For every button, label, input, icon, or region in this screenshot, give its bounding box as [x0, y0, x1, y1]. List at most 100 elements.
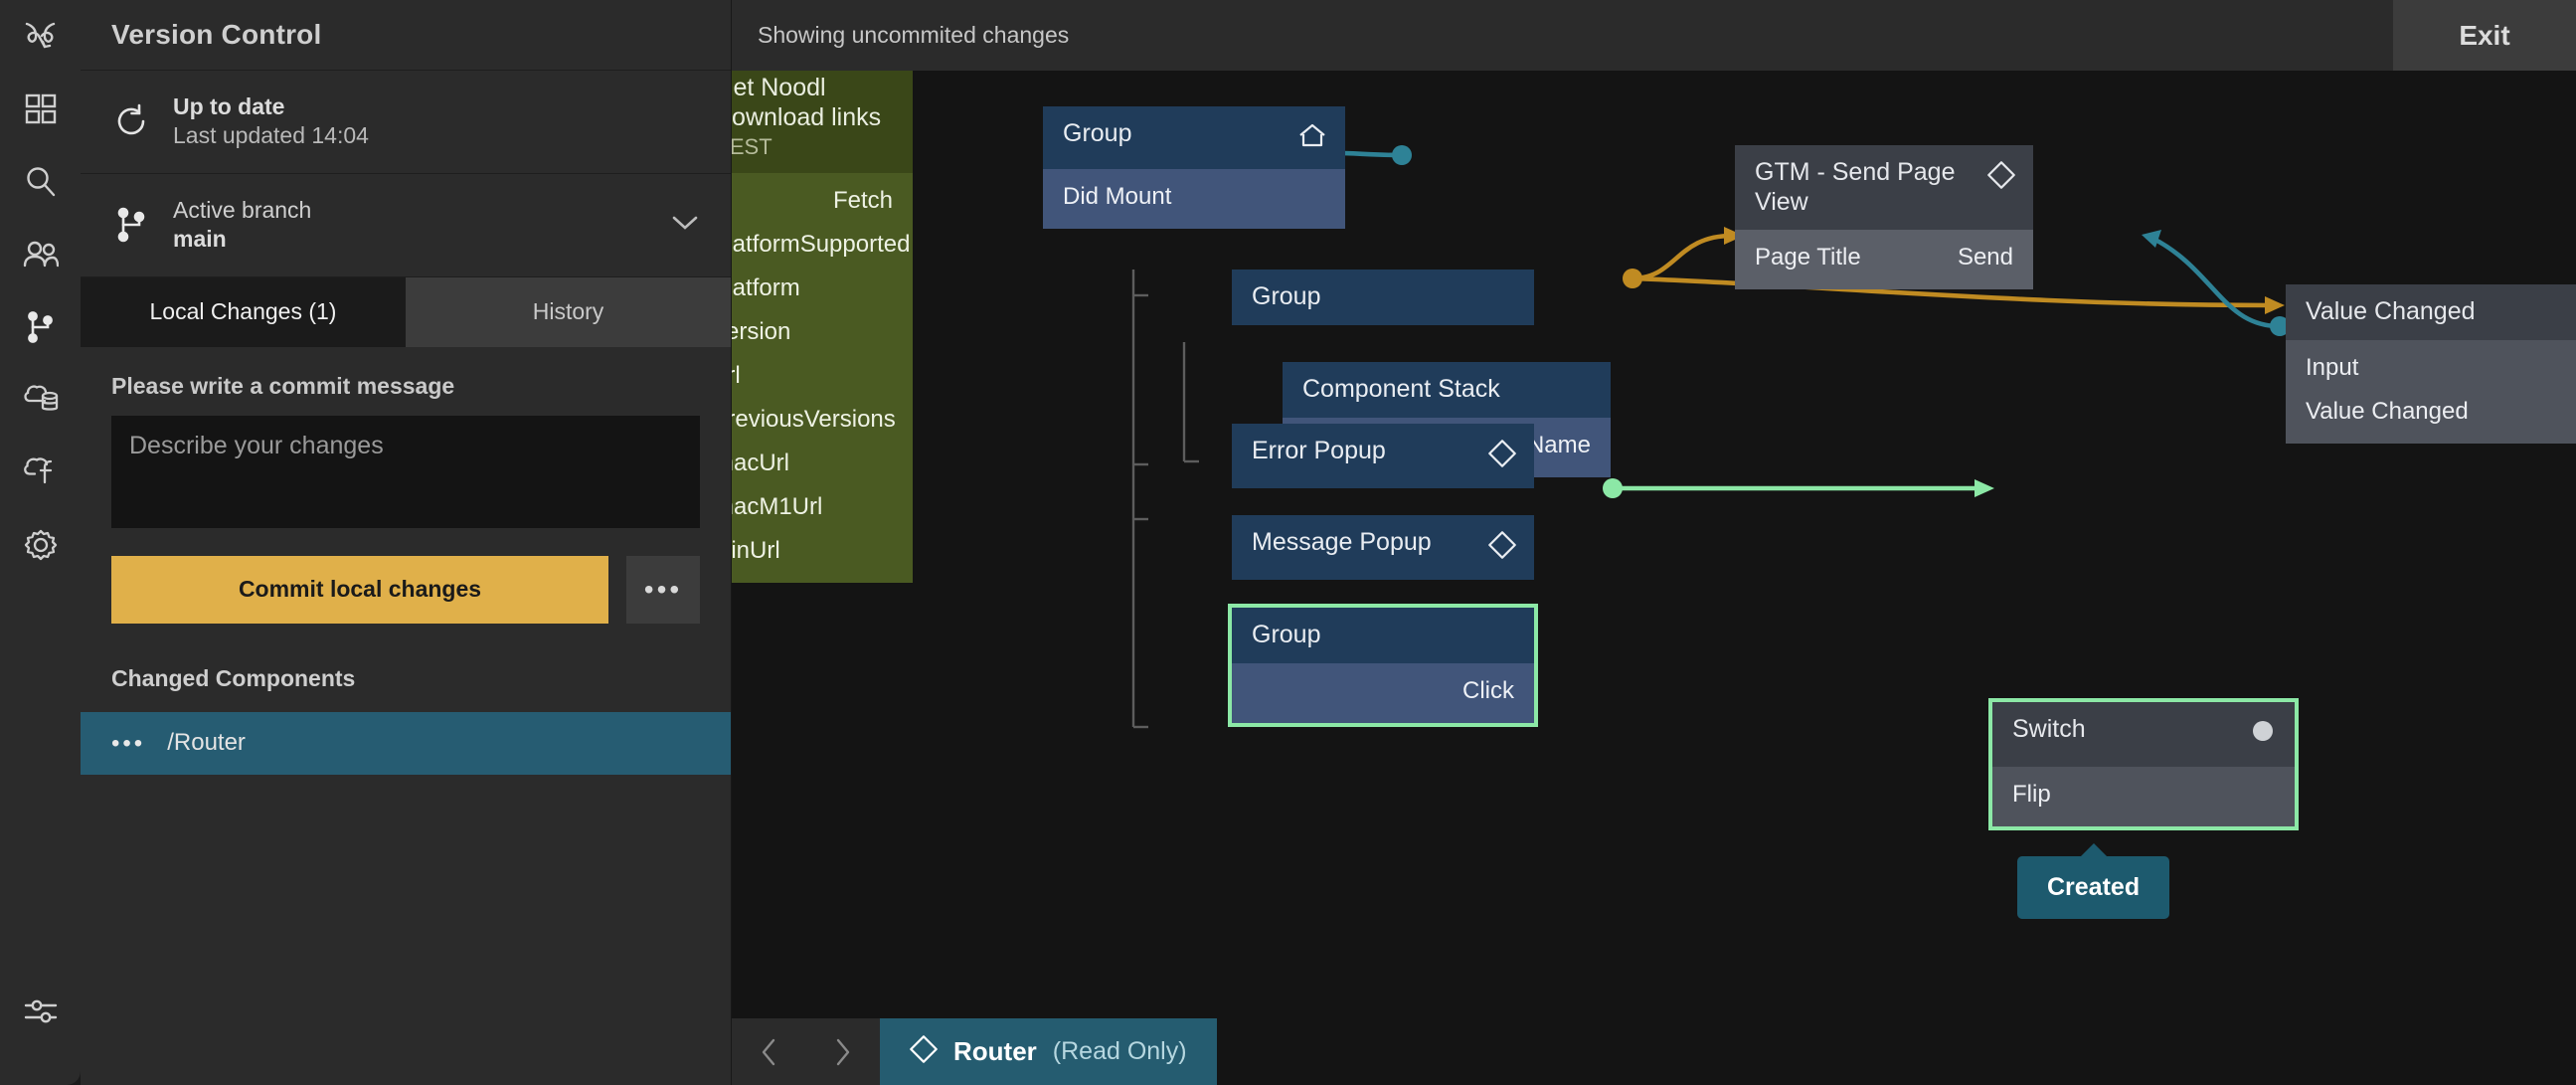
- port-previousversions[interactable]: previousVersions: [732, 405, 896, 433]
- top-bar: Showing uncommited changes Exit: [732, 0, 2576, 71]
- connection-wires: [1131, 145, 2290, 729]
- node-graph-canvas[interactable]: Get Noodl Download links REST Fetch plat…: [732, 71, 2576, 1085]
- port-macm1url[interactable]: macM1Url: [732, 492, 823, 520]
- node-subtitle: REST: [732, 134, 773, 159]
- port-version[interactable]: version: [732, 317, 791, 345]
- node-title: Value Changed: [2306, 297, 2476, 325]
- port-winurl[interactable]: winUrl: [732, 536, 780, 564]
- node-message-popup[interactable]: Message Popup: [1232, 515, 1534, 580]
- changed-component-name: /Router: [167, 729, 246, 757]
- node-header: Component Stack: [1283, 362, 1611, 418]
- sync-status-row[interactable]: Up to date Last updated 14:04: [81, 71, 731, 174]
- version-control-panel: Version Control Up to date Last updated …: [81, 0, 732, 1085]
- tab-history[interactable]: History: [406, 276, 731, 347]
- list-item-router[interactable]: ••• /Router: [81, 711, 731, 775]
- diamond-icon: [1488, 440, 1516, 475]
- port-input[interactable]: Input: [2306, 353, 2359, 381]
- node-ports: Input Value Changed: [2286, 339, 2576, 444]
- left-icon-rail: [0, 0, 81, 1085]
- version-control-branch-icon[interactable]: [0, 290, 81, 363]
- port-flip[interactable]: Flip: [2012, 780, 2051, 808]
- branch-icon: [111, 205, 151, 245]
- node-header: Error Popup: [1232, 424, 1534, 488]
- circle-icon: [2249, 718, 2277, 754]
- node-header: Group: [1043, 106, 1345, 169]
- bottom-bar: Router (Read Only): [732, 1018, 2576, 1085]
- port-click[interactable]: Click: [1462, 676, 1514, 704]
- tab-local-changes[interactable]: Local Changes (1): [81, 276, 406, 347]
- refresh-icon: [111, 102, 151, 140]
- changed-components-header: Changed Components: [111, 664, 356, 691]
- active-branch-value: main: [173, 226, 227, 253]
- node-header: Value Changed: [2286, 284, 2576, 340]
- page-title: Version Control: [111, 19, 322, 50]
- node-ports: Page Title Send: [1735, 230, 2033, 289]
- port-url[interactable]: url: [732, 361, 741, 389]
- diamond-icon: [910, 1035, 938, 1068]
- commit-button-row: Commit local changes •••: [111, 555, 700, 624]
- node-group-root[interactable]: Group Did Mount: [1043, 106, 1345, 229]
- node-header: Switch: [1992, 702, 2295, 767]
- gear-icon[interactable]: [0, 508, 81, 581]
- commit-message-label: Please write a commit message: [111, 372, 455, 399]
- sliders-icon[interactable]: [0, 975, 81, 1047]
- node-group-click[interactable]: Group Click: [1228, 604, 1538, 727]
- node-header: Message Popup: [1232, 515, 1534, 580]
- chevron-left-icon[interactable]: [739, 1018, 798, 1085]
- diamond-icon: [1987, 161, 2015, 197]
- node-title: Group: [1252, 282, 1321, 310]
- port-row-gtm: Page Title Send: [1735, 236, 2033, 279]
- port-did-mount[interactable]: Did Mount: [1063, 182, 1172, 210]
- node-title: Switch: [2012, 715, 2086, 743]
- node-title: Component Stack: [1302, 375, 1500, 403]
- port-send[interactable]: Send: [1957, 244, 2013, 271]
- breadcrumb-readonly-state: (Read Only): [1052, 1037, 1187, 1065]
- cloud-functions-icon[interactable]: [0, 436, 81, 508]
- active-branch-label: Active branch: [173, 196, 312, 223]
- tooltip-created: Created: [2017, 843, 2170, 919]
- node-ports: Did Mount: [1043, 168, 1345, 229]
- tooltip-arrow: [2079, 843, 2108, 857]
- components-grid-icon[interactable]: [0, 73, 81, 145]
- node-title: Error Popup: [1252, 437, 1386, 464]
- users-icon[interactable]: [0, 218, 81, 290]
- diamond-icon: [1488, 531, 1516, 567]
- node-header: Get Noodl Download links REST: [732, 71, 913, 173]
- sync-status-sub: Last updated 14:04: [173, 122, 369, 149]
- row-more-icon[interactable]: •••: [111, 729, 146, 757]
- commit-message-input[interactable]: Describe your changes: [111, 415, 700, 528]
- node-header: GTM - Send Page View: [1735, 145, 2033, 230]
- node-gtm-send-page-view[interactable]: GTM - Send Page View Page Title Send: [1735, 145, 2033, 289]
- port-platformsupported[interactable]: platformSupported: [732, 230, 911, 258]
- node-title: GTM - Send Page View: [1755, 158, 1956, 216]
- exit-button[interactable]: Exit: [2393, 0, 2576, 71]
- navigation-arrows: [732, 1018, 880, 1085]
- node-title: Message Popup: [1252, 528, 1432, 556]
- node-switch[interactable]: Switch Flip: [1988, 698, 2299, 830]
- node-error-popup[interactable]: Error Popup: [1232, 424, 1534, 488]
- node-ports: Click: [1232, 662, 1534, 723]
- noodl-logo-icon[interactable]: [0, 0, 81, 73]
- commit-local-changes-button[interactable]: Commit local changes: [111, 555, 608, 624]
- port-macurl[interactable]: macUrl: [732, 449, 789, 476]
- search-icon[interactable]: [0, 145, 81, 218]
- node-rest-get-noodl-download-links[interactable]: Get Noodl Download links REST Fetch plat…: [732, 71, 913, 583]
- breadcrumb[interactable]: Router (Read Only): [880, 1018, 1217, 1085]
- node-header: Group: [1232, 608, 1534, 663]
- chevron-down-icon[interactable]: [670, 213, 700, 238]
- commit-more-options-button[interactable]: •••: [626, 555, 700, 624]
- node-value-changed[interactable]: Value Changed Input Value Changed: [2286, 284, 2576, 444]
- port-fetch[interactable]: Fetch: [832, 186, 893, 214]
- node-ports: Fetch platformSupported platform version…: [732, 172, 913, 583]
- tooltip-label: Created: [2047, 873, 2141, 901]
- port-value-changed[interactable]: Value Changed: [2306, 397, 2469, 425]
- breadcrumb-name: Router: [953, 1036, 1037, 1066]
- node-header: Group: [1232, 270, 1534, 325]
- port-page-title[interactable]: Page Title: [1755, 244, 1861, 271]
- port-platform[interactable]: platform: [732, 273, 800, 301]
- sync-status-headline: Up to date: [173, 93, 285, 119]
- chevron-right-icon[interactable]: [813, 1018, 873, 1085]
- node-group-2[interactable]: Group: [1232, 270, 1534, 325]
- active-branch-row[interactable]: Active branch main: [81, 174, 731, 277]
- cloud-data-icon[interactable]: [0, 363, 81, 436]
